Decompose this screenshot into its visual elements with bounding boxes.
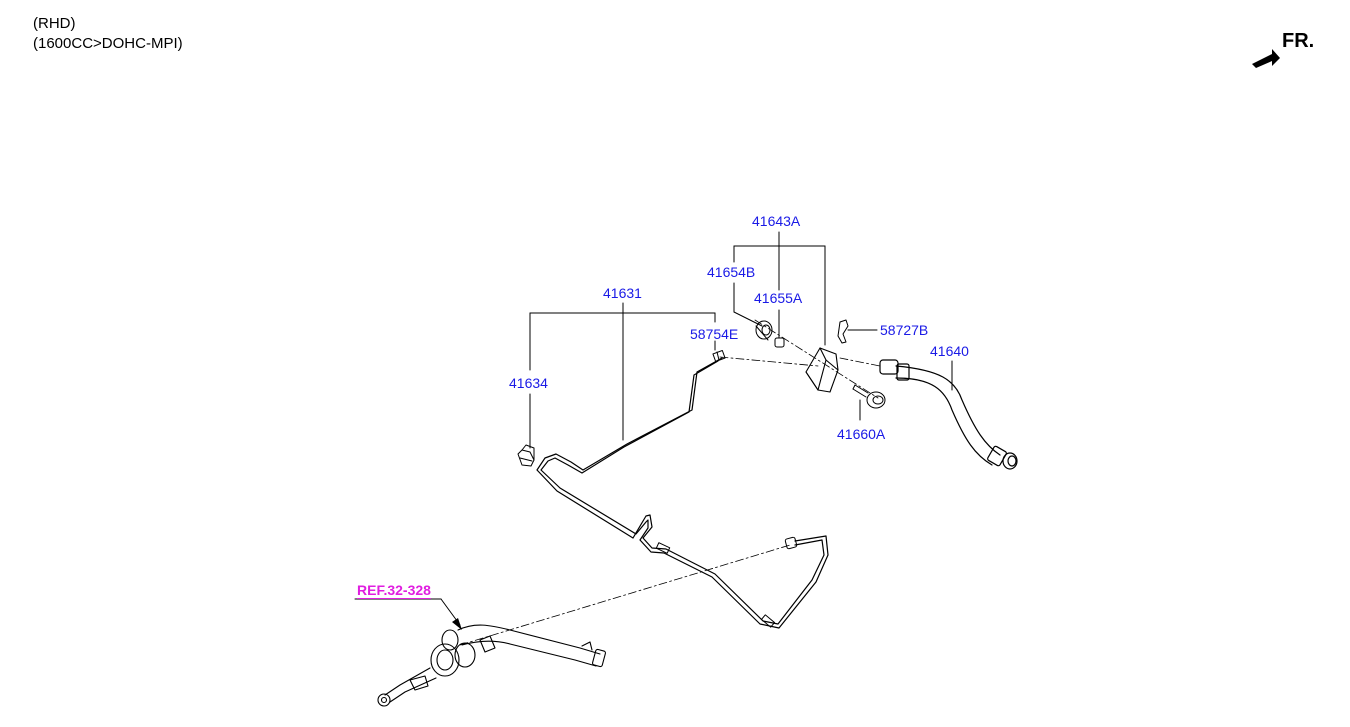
grommet (755, 320, 773, 341)
pipe-end-fitting (784, 536, 798, 550)
callout-41643A[interactable]: 41643A (752, 213, 801, 229)
pipe-clip (517, 444, 535, 467)
alignment-dashes (459, 319, 881, 646)
bolt (852, 384, 886, 409)
callout-41634[interactable]: 41634 (509, 375, 548, 391)
clutch-master-cylinder (377, 624, 607, 707)
hose-bracket (805, 347, 839, 393)
diagram-header: (RHD) (1600CC>DOHC-MPI) (33, 14, 183, 54)
callout-58727B[interactable]: 58727B (880, 322, 929, 338)
front-direction-indicator: FR. (1250, 28, 1330, 72)
reference-link[interactable]: REF.32-328 (357, 582, 431, 598)
leader-lines (354, 231, 953, 630)
callout-41660A[interactable]: 41660A (837, 426, 886, 442)
clutch-hose (879, 359, 1018, 470)
callout-58754E[interactable]: 58754E (690, 326, 739, 342)
header-drive-side: (RHD) (33, 15, 76, 32)
front-label: FR. (1282, 30, 1315, 52)
clutch-pipe (536, 357, 829, 629)
callout-41640[interactable]: 41640 (930, 343, 969, 359)
front-arrow-icon (1252, 49, 1280, 68)
hose-clip (837, 319, 849, 344)
callout-41631[interactable]: 41631 (603, 285, 642, 301)
callout-41655A[interactable]: 41655A (754, 290, 803, 306)
bushing (774, 337, 785, 348)
flare-nut-fitting (712, 350, 726, 362)
callout-41654B[interactable]: 41654B (707, 264, 756, 280)
header-engine-spec: (1600CC>DOHC-MPI) (33, 35, 183, 52)
